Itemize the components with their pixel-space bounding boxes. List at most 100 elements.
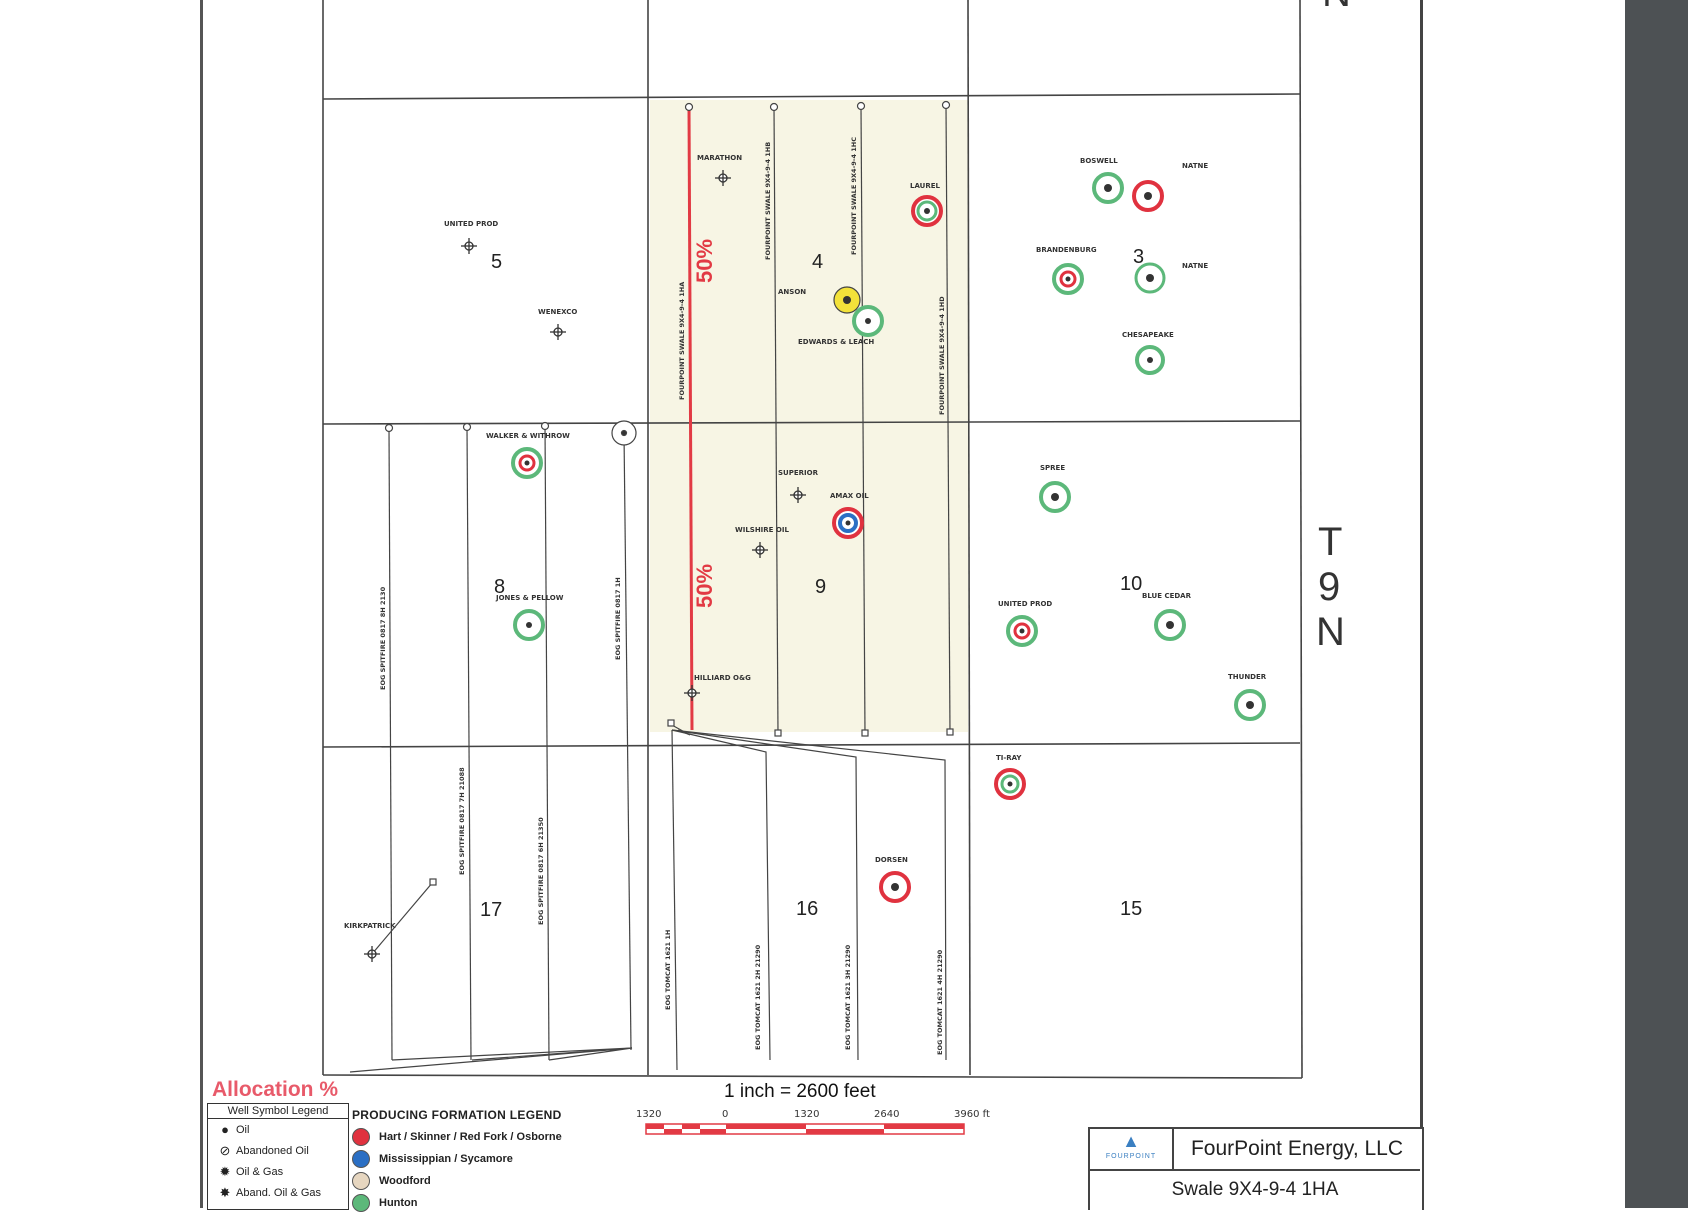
well-name: TI-RAY: [996, 754, 1022, 762]
lateral-label: EOG SPITFIRE 0817 8H 2130: [379, 586, 387, 690]
well-name: BOSWELL: [1080, 157, 1118, 165]
allocation-title: Allocation %: [212, 1078, 339, 1101]
well-name: ANSON: [778, 288, 806, 296]
formation-legend: PRODUCING FORMATION LEGEND Hart / Skinne…: [352, 1108, 562, 1214]
well-name: LAUREL: [910, 182, 941, 190]
legend-label: Aband. Oil & Gas: [236, 1186, 321, 1199]
well-spree-icon: [1039, 481, 1071, 513]
section-number: 5: [491, 251, 502, 273]
formation-color-swatch: [352, 1172, 370, 1190]
formation-label: Woodford: [379, 1175, 431, 1187]
allocation-line: [687, 106, 694, 731]
scale-tick: 1320: [636, 1109, 661, 1120]
formation-label: Hart / Skinner / Red Fork / Osborne: [379, 1131, 562, 1143]
lateral-label: FOURPOINT SWALE 9X4-9-4 1HA: [678, 282, 686, 400]
well-laurel-icon: [911, 195, 943, 227]
well-marathon-icon: [715, 170, 731, 186]
lateral-label: FOURPOINT SWALE 9X4-9-4 1HC: [850, 137, 858, 255]
lateral-label: EOG SPITFIRE 0817 7H 21088: [458, 767, 466, 875]
well-name: WALKER & WITHROW: [486, 432, 570, 440]
oil-gas-icon: ✹: [219, 1163, 231, 1179]
eog-laterals-16: [671, 729, 947, 1071]
fourpoint-laterals: [669, 104, 951, 736]
well-anson-icon: [833, 286, 861, 314]
well-hilliard-icon: [684, 685, 700, 701]
well-edwards-icon: [852, 305, 884, 337]
legend-item: ✸ Aband. Oil & Gas: [208, 1182, 348, 1203]
scale-bar: [645, 1123, 965, 1135]
well-unitedprod2-icon: [1006, 615, 1038, 647]
formation-item: Mississippian / Sycamore: [352, 1148, 562, 1170]
well-name: SPREE: [1040, 464, 1065, 472]
formation-item: Hart / Skinner / Red Fork / Osborne: [352, 1126, 562, 1148]
well-amax-icon: [832, 507, 864, 539]
section-number: 15: [1120, 898, 1142, 920]
well-bluecedar-icon: [1154, 609, 1186, 641]
well-name: UNITED PROD: [998, 600, 1052, 608]
legend-item: ●Oil: [208, 1119, 348, 1140]
well-name: JONES & PELLOW: [495, 594, 564, 602]
viewer-scrollbar-area[interactable]: [1625, 0, 1688, 1208]
section-number: 16: [796, 898, 818, 920]
well-kirkpatrick-icon: [364, 946, 380, 962]
logo-mountain-icon: ▲: [1122, 1131, 1140, 1151]
well-name: MARATHON: [697, 154, 742, 162]
scale-tick: 1320: [794, 1109, 819, 1120]
well-dorsen-icon: [879, 871, 911, 903]
section-number: 9: [815, 576, 826, 598]
section-number: 17: [480, 899, 502, 921]
well-wenexco-icon: [550, 324, 566, 340]
well-name: CHESAPEAKE: [1122, 331, 1174, 339]
well-brandenburg-icon: [1052, 263, 1084, 295]
well-chesapeake-icon: [1135, 345, 1165, 375]
section-number: 4: [812, 251, 823, 273]
north-label-partial: N: [1322, 0, 1351, 15]
well-labels: MARATHON LAUREL UNITED PROD WENEXCO ANSO…: [344, 154, 1267, 930]
well-name: EDWARDS & LEACH: [798, 338, 874, 346]
lateral-label: EOG TOMCAT 1621 2H 21290: [754, 944, 762, 1050]
legend-label: Oil & Gas: [236, 1165, 284, 1178]
well-name: SUPERIOR: [778, 469, 819, 477]
well-name: NATNE: [1182, 162, 1208, 170]
township-t: T: [1318, 520, 1342, 564]
formation-color-swatch: [352, 1150, 370, 1168]
scale-text: 1 inch = 2600 feet: [724, 1081, 876, 1102]
well-symbols: [364, 170, 1266, 962]
section-number: 10: [1120, 573, 1142, 595]
legend-item: ⊘Abandoned Oil: [208, 1140, 348, 1161]
page-left-edge: [200, 0, 203, 1208]
lateral-label: EOG TOMCAT 1621 4H 21290: [936, 949, 944, 1055]
well-unitedprod-icon: [461, 238, 477, 254]
logo-text: FOURPOINT: [1105, 1153, 1157, 1160]
well-natne-icon: [1132, 180, 1164, 212]
formation-color-swatch: [352, 1128, 370, 1146]
well-superior-icon: [790, 487, 806, 503]
formation-color-swatch: [352, 1194, 370, 1212]
well-jones-icon: [513, 609, 545, 641]
legend-label: Abandoned Oil: [236, 1144, 309, 1157]
legend-title: Well Symbol Legend: [208, 1104, 348, 1119]
abandoned-oil-gas-icon: ✸: [219, 1184, 231, 1200]
well-name: THUNDER: [1228, 673, 1267, 681]
page-right-edge: [1420, 0, 1423, 1208]
legend-item: ✹ Oil & Gas: [208, 1161, 348, 1182]
section-number: 8: [494, 576, 505, 598]
well-thunder-icon: [1234, 689, 1266, 721]
lateral-endpoints: [667, 100, 954, 737]
eog-laterals-west: [349, 425, 633, 1073]
lateral-label: EOG TOMCAT 1621 3H 21290: [844, 944, 852, 1050]
well-walker-icon: [511, 447, 543, 479]
lateral-label: EOG SPITFIRE 0817 6H 21350: [537, 817, 545, 925]
scale-tick: 0: [722, 1109, 728, 1120]
well-name: HILLIARD O&G: [694, 674, 751, 682]
scale-ticks: 1320 0 1320 2640 3960 ft: [636, 1109, 990, 1120]
lateral-label: EOG TOMCAT 1621 1H: [664, 930, 672, 1010]
well-name: WENEXCO: [538, 308, 577, 316]
well-wilshire-icon: [752, 542, 768, 558]
well-name: KIRKPATRICK: [344, 922, 396, 930]
formation-label: Mississippian / Sycamore: [379, 1153, 513, 1165]
well-name: NATNE: [1182, 262, 1208, 270]
township-9: 9: [1318, 565, 1340, 609]
section-number: 3: [1133, 246, 1144, 268]
